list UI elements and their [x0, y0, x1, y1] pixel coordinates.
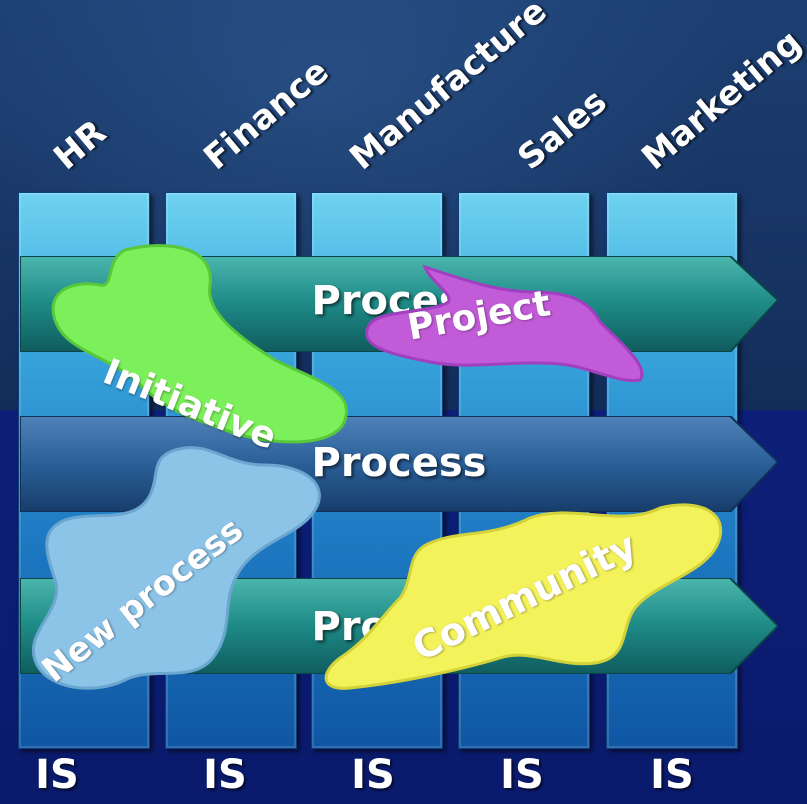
is-label-sales: IS [500, 752, 544, 798]
new-process-blob-shape [31, 446, 321, 690]
is-label-hr: IS [35, 752, 79, 798]
is-label-manufacture: IS [351, 752, 395, 798]
new-process-blob: New process [25, 440, 330, 695]
is-label-finance: IS [203, 752, 247, 798]
process-label-2: Process [311, 440, 487, 486]
project-blob: Project [360, 262, 650, 387]
community-blob: Community [320, 498, 730, 693]
project-blob-shape [365, 264, 644, 383]
community-blob-shape [324, 503, 723, 690]
initiative-blob: Initiative [45, 240, 355, 460]
is-label-marketing: IS [650, 752, 694, 798]
initiative-blob-shape [51, 244, 349, 444]
